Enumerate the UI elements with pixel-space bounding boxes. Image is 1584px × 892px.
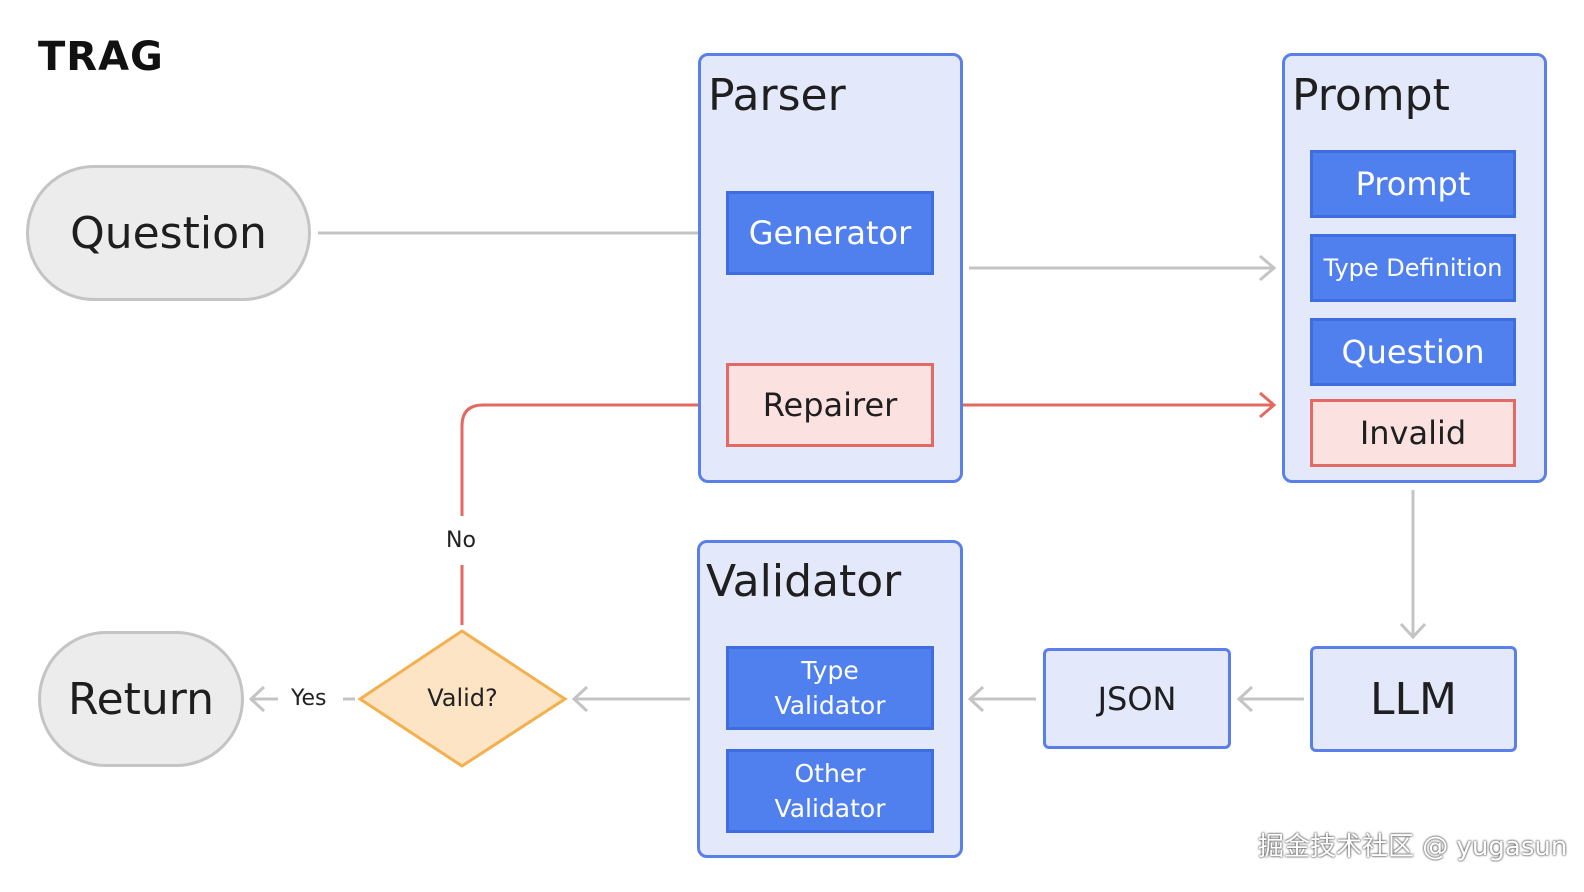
generator-box: Generator (726, 191, 934, 275)
arrowhead-repairer-invalid (1259, 391, 1277, 419)
edge-label-yes: Yes (287, 686, 331, 711)
prompt-item-label: Question (1341, 333, 1485, 371)
type-validator-box: Type Validator (726, 646, 934, 730)
return-node: Return (38, 631, 244, 767)
arrowhead-validator-valid (571, 685, 589, 713)
repairer-box: Repairer (726, 363, 934, 447)
prompt-item-label: Prompt (1355, 165, 1471, 203)
llm-node: LLM (1310, 646, 1517, 752)
generator-label: Generator (748, 214, 912, 252)
arrowhead-valid-return (248, 685, 266, 713)
decision-diamond (357, 629, 568, 768)
json-node-label: JSON (1097, 679, 1177, 718)
prompt-item-prompt: Prompt (1310, 150, 1516, 218)
edge-label-no: No (442, 528, 480, 553)
question-node: Question (26, 165, 311, 301)
prompt-item-invalid: Invalid (1310, 399, 1516, 467)
decision-label: Valid? (427, 684, 498, 712)
parser-group-title: Parser (708, 70, 846, 121)
other-validator-box: Other Validator (726, 749, 934, 833)
llm-node-label: LLM (1370, 673, 1457, 725)
repairer-label: Repairer (762, 386, 898, 424)
prompt-item-label: Type Definition (1323, 254, 1503, 282)
arrowhead-llm-json (1236, 685, 1254, 713)
arrowhead-parser-prompt (1259, 254, 1277, 282)
diagram-title: TRAG (38, 34, 164, 80)
watermark: 掘金技术社区 @ yugasun (1258, 832, 1568, 862)
type-validator-label: Type Validator (774, 656, 886, 720)
prompt-item-type-definition: Type Definition (1310, 234, 1516, 302)
return-node-label: Return (67, 673, 214, 725)
json-node: JSON (1043, 648, 1231, 749)
edge-valid-no-upper (460, 403, 718, 516)
prompt-item-label: Invalid (1359, 414, 1467, 452)
arrowhead-prompt-llm (1399, 622, 1427, 640)
validator-group-title: Validator (706, 556, 902, 607)
arrowhead-json-validator (967, 685, 985, 713)
question-node-label: Question (70, 207, 267, 259)
prompt-item-question: Question (1310, 318, 1516, 386)
prompt-group-title: Prompt (1292, 70, 1450, 121)
other-validator-label: Other Validator (774, 759, 886, 823)
